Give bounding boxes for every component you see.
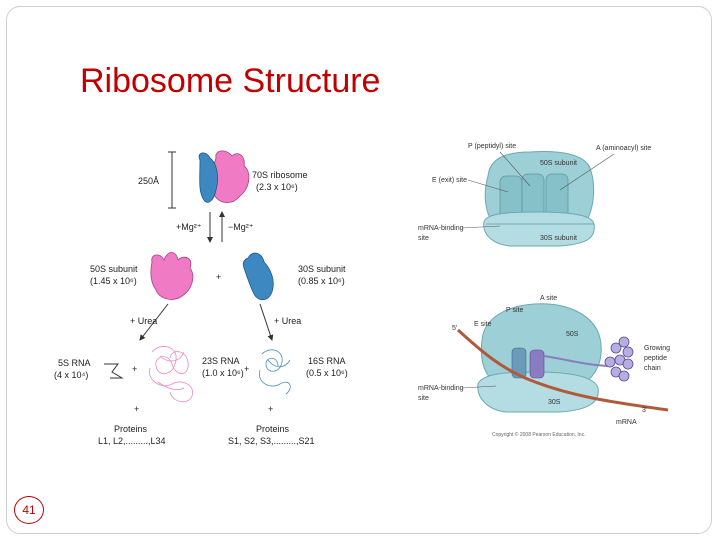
rna-5s-name: 5S RNA	[58, 358, 91, 368]
rna-5s-shape	[104, 363, 124, 379]
rna-16s-mass: (0.5 x 10⁶)	[306, 368, 348, 378]
bottom-50s-label: 50S	[566, 331, 579, 338]
mrna-strand	[456, 328, 669, 412]
top-30s-label: 30S subunit	[540, 235, 577, 242]
proteins-left-name: Proteins	[114, 424, 148, 434]
urea-right-arrow	[259, 303, 274, 341]
left-dissociation-diagram: 250Å 70S ribosome (2.3 x 10⁶) +Mg²⁺ −Mg²…	[54, 150, 348, 446]
bottom-mrna-site-line1: mRNA-binding	[418, 385, 464, 392]
bottom-p-site-label: P site	[506, 307, 523, 314]
rna-23s-name: 23S RNA	[202, 356, 240, 366]
plus-sign-2: +	[132, 364, 137, 374]
mg-add-label: +Mg²⁺	[176, 222, 202, 232]
growing-label-line2: peptide	[644, 355, 667, 362]
top-mrna-site-line2: site	[418, 235, 429, 242]
copyright-text: Copyright © 2008 Pearson Education, Inc.	[492, 431, 585, 438]
urea-right-label: + Urea	[274, 316, 301, 326]
subunit-30s-name: 30S subunit	[298, 264, 346, 274]
top-50s-label: 50S subunit	[540, 160, 577, 167]
rna-16s-name: 16S RNA	[308, 356, 346, 366]
mrna-label: mRNA	[616, 419, 637, 426]
subunit-30s-shape	[242, 252, 274, 301]
growing-label-line3: chain	[644, 365, 661, 372]
peptide-link	[543, 355, 613, 367]
proteins-left-list: L1, L2,.........,L34	[98, 436, 166, 446]
slide-title: Ribosome Structure	[80, 62, 381, 100]
plus-sign-4: +	[134, 404, 139, 414]
e-site-label: E (exit) site	[432, 177, 467, 184]
bottom-30s-body	[477, 371, 599, 413]
subunit-30s-mass: (0.85 x 10⁶)	[298, 276, 345, 286]
top-mrna-site-line1: mRNA-binding	[418, 225, 464, 232]
ribosome-70s-shape	[198, 150, 250, 203]
bottom-right-translation-diagram: A site P site E site 5' 50S 30S Growing …	[418, 295, 670, 438]
bottom-30s-label: 30S	[548, 399, 561, 406]
plus-sign: +	[216, 272, 221, 282]
proteins-right-name: Proteins	[256, 424, 290, 434]
p-site-label: P (peptidyl) site	[468, 143, 516, 150]
subunit-50s-name: 50S subunit	[90, 264, 138, 274]
growing-peptide-chain	[604, 336, 634, 382]
mg-remove-label: −Mg²⁺	[228, 222, 254, 232]
bottom-mrna-site-line2: site	[418, 395, 429, 402]
slide-frame	[6, 6, 712, 534]
subunit-50s-mass: (1.45 x 10⁶)	[90, 276, 137, 286]
plus-sign-3: +	[244, 364, 249, 374]
a-site-label: A (aminoacyl) site	[596, 145, 651, 152]
rna-23s-tangle	[148, 346, 194, 403]
scale-label: 250Å	[138, 176, 159, 186]
top-right-ribosome-diagram: 50S subunit 30S subunit P (peptidyl) sit…	[418, 143, 651, 247]
trna-p-site	[511, 347, 527, 379]
growing-label-line1: Growing	[644, 345, 670, 352]
rna-5s-mass: (4 x 10⁴)	[54, 370, 88, 380]
ribosome-70s-mass: (2.3 x 10⁶)	[256, 182, 298, 192]
slide-number: 41	[14, 496, 44, 524]
five-prime-label: 5'	[452, 325, 457, 332]
trna-a-site	[529, 349, 545, 379]
urea-left-arrow	[139, 303, 169, 341]
rna-23s-mass: (1.0 x 10⁶)	[202, 368, 244, 378]
bottom-e-site-label: E site	[474, 321, 492, 328]
plus-sign-5: +	[268, 404, 273, 414]
ribosome-70s-name: 70S ribosome	[252, 170, 308, 180]
three-prime-label: 3'	[642, 407, 647, 414]
bottom-a-site-label: A site	[540, 295, 557, 302]
subunit-50s-shape	[150, 252, 194, 300]
urea-left-label: + Urea	[130, 316, 157, 326]
rna-16s-tangle	[258, 349, 291, 395]
proteins-right-list: S1, S2, S3,.........,S21	[228, 436, 315, 446]
